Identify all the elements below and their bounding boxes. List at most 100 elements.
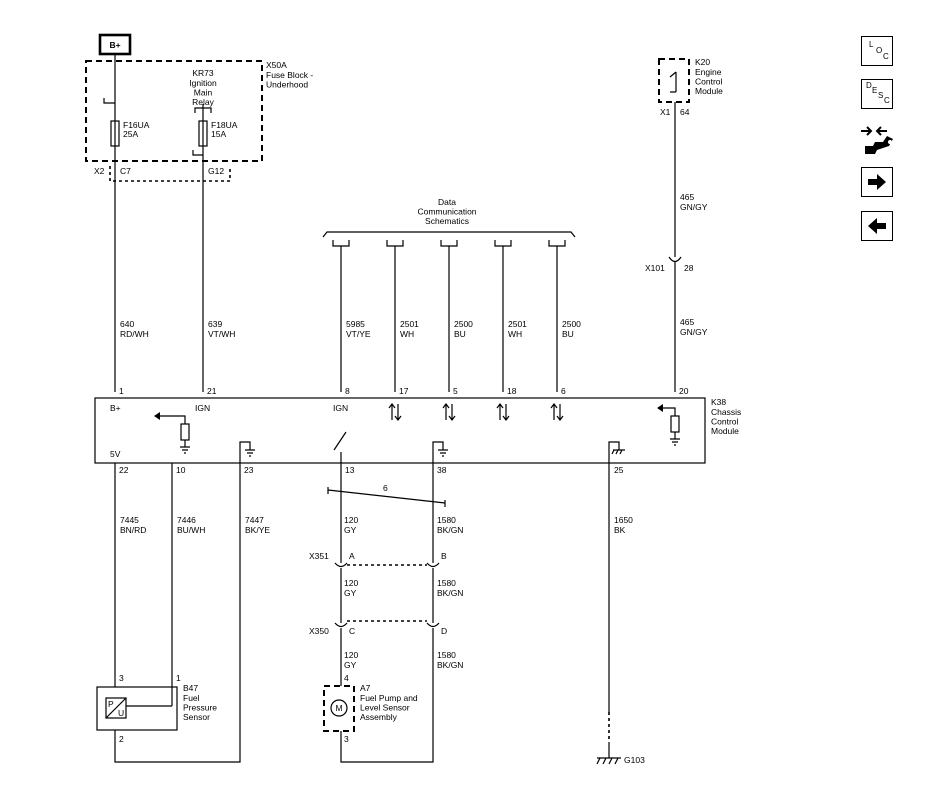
ccm-pin-13: 13 — [345, 465, 355, 475]
battery-label: B+ — [109, 40, 120, 50]
x101-connector-icon — [668, 256, 682, 263]
x101-pin: 28 — [684, 263, 694, 273]
sensor-pin-3: 3 — [119, 673, 124, 683]
pump-pin-4: 4 — [344, 673, 349, 683]
ccm-pin-21: 21 — [207, 386, 217, 396]
sensor-u-label: U — [118, 708, 124, 718]
connector-wrench-button[interactable] — [859, 122, 897, 158]
x351-b-connector-icon — [426, 562, 440, 568]
twisted-pair-line — [327, 489, 446, 504]
wire-2501b-color: WH — [508, 329, 522, 339]
ccm-pin-18: 18 — [507, 386, 517, 396]
next-button[interactable] — [861, 167, 893, 197]
ccm-bplus-label: B+ — [110, 403, 121, 413]
wire-465-lower-color: GN/GY — [680, 327, 708, 337]
sensor-outline — [96, 686, 178, 731]
data-comm-stub-4 — [494, 240, 512, 247]
ccm-pin-10: 10 — [176, 465, 186, 475]
wire-7447-circuit: 7447 — [245, 515, 264, 525]
ccm-pin-20: 20 — [679, 386, 689, 396]
data-comm-stub-3 — [440, 240, 458, 247]
ccm-5v-label: 5V — [110, 449, 121, 459]
wire-120-color: GY — [344, 525, 357, 535]
x351-wire-120-color: GY — [344, 588, 357, 598]
fuse-block-name: Fuse Block -Underhood — [266, 70, 313, 90]
ccm-pin-8: 8 — [345, 386, 350, 396]
data-comm-stub-2 — [386, 240, 404, 247]
sensor-p-label: P — [108, 699, 114, 709]
wire-465-lower-circuit: 465 — [680, 317, 694, 327]
fuse-f16ua-id: F16UA — [123, 120, 150, 130]
ccm-id: K38 — [711, 397, 726, 407]
x350-wire-1580-color: BK/GN — [437, 660, 463, 670]
ccm-ign-label-1: IGN — [195, 403, 210, 413]
x351-pin-b: B — [441, 551, 447, 561]
wire-5985-color: VT/YE — [346, 329, 371, 339]
previous-button[interactable] — [861, 211, 893, 241]
data-comm-stub-5 — [548, 240, 566, 247]
ecm-switch-icon — [669, 71, 677, 93]
wire-465-upper-color: GN/GY — [680, 202, 708, 212]
ecm-pin: 64 — [680, 107, 690, 117]
x2-label: X2 — [94, 166, 105, 176]
x350-pin-c: C — [349, 626, 355, 636]
ccm-chassis-ground-icon — [608, 441, 625, 463]
x350-label: X350 — [309, 626, 329, 636]
g103-ground-icon — [596, 757, 621, 765]
ccm-ground-icon-2 — [670, 432, 680, 446]
wire-2500a-circuit: 2500 — [454, 319, 473, 329]
ccm-pin-17: 17 — [399, 386, 409, 396]
ecm-connector: X1 — [660, 107, 671, 117]
fuse-f16-tap — [103, 98, 115, 104]
x101-label: X101 — [645, 263, 665, 273]
wire-639-circuit: 639 — [208, 319, 222, 329]
ccm-5v-ref-line — [155, 415, 186, 424]
loc-letter-l: L — [869, 40, 874, 49]
pump-outline — [323, 685, 355, 732]
loc-letter-c: C — [883, 52, 889, 61]
wire-639-color: VT/WH — [208, 329, 235, 339]
sensor-id: B47 — [183, 683, 198, 693]
fuse-f16ua-rating: 25A — [123, 129, 138, 139]
x350-pin-d: D — [441, 626, 447, 636]
x2-connector-outline — [109, 166, 231, 182]
ccm-pin-5: 5 — [453, 386, 458, 396]
ecm-id: K20 — [695, 57, 710, 67]
ccm-ign-switch-icon — [333, 431, 347, 451]
fuse-f18ua-rating: 15A — [211, 129, 226, 139]
wire-1650-color: BK — [614, 525, 626, 535]
relay-lower-tap — [192, 150, 203, 156]
wire-7447-color: BK/YE — [245, 525, 270, 535]
description-button[interactable]: D E S C — [861, 79, 893, 109]
wire-640-circuit: 640 — [120, 319, 134, 329]
wire-120-circuit: 120 — [344, 515, 358, 525]
x350-wire-1580-circuit: 1580 — [437, 650, 456, 660]
relay-id: KR73 — [192, 68, 214, 78]
x350-c-connector-icon — [334, 622, 348, 628]
x350-wire-120-circuit: 120 — [344, 650, 358, 660]
connector-wrench-icon — [861, 126, 893, 154]
ccm-pin-23: 23 — [244, 465, 254, 475]
fuse-block-outline — [85, 60, 263, 162]
desc-letter-c: C — [884, 96, 890, 105]
wire-1580-color: BK/GN — [437, 525, 463, 535]
g103-label: G103 — [624, 755, 645, 765]
ccm-data-arrow-1-icon — [388, 403, 402, 421]
data-comm-stub-1 — [332, 240, 350, 247]
arrow-right-icon — [868, 174, 886, 190]
x351-wire-1580-color: BK/GN — [437, 588, 463, 598]
sensor-pin-2: 2 — [119, 734, 124, 744]
loc-letter-o: O — [876, 46, 883, 55]
sensor-pu-diagonal — [105, 697, 127, 719]
wire-7445-color: BN/RD — [120, 525, 146, 535]
wire-2501b-circuit: 2501 — [508, 319, 527, 329]
location-button[interactable]: L O C — [861, 36, 893, 66]
ccm-resistor-icon-2 — [670, 415, 680, 433]
ccm-pin-22: 22 — [119, 465, 129, 475]
ccm-data-arrow-3-icon — [496, 403, 510, 421]
